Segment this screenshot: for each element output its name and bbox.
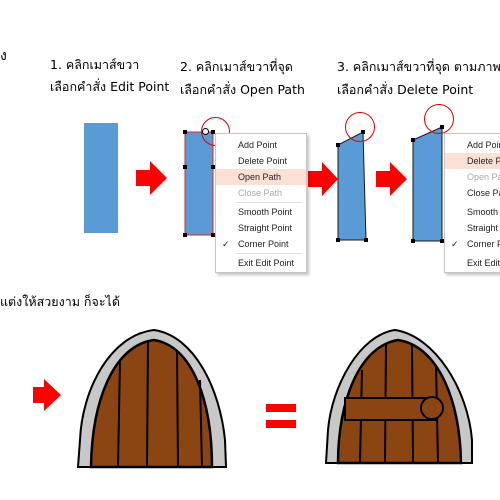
menu-item-smooth-point[interactable]: Smooth Point	[216, 204, 306, 220]
checkmark-icon: ✓	[451, 239, 459, 249]
edit-point-handle[interactable]	[336, 238, 340, 242]
menu-item-straight-point[interactable]: Straight P	[445, 220, 500, 236]
edit-point-handle[interactable]	[183, 130, 187, 134]
menu-label: Close Pat	[467, 188, 500, 198]
checkmark-icon: ✓	[222, 239, 230, 249]
menu-item-open-path: Open Pa	[445, 169, 500, 185]
menu-label: Close Path	[238, 188, 283, 198]
menu-item-add-point[interactable]: Add Point	[216, 137, 306, 153]
arrow-icon-1	[136, 161, 167, 195]
menu-label: Delete Point	[238, 156, 288, 166]
menu-item-corner-point[interactable]: ✓ Corner Po	[445, 236, 500, 252]
highlight-circle-step3	[345, 112, 375, 142]
rectangle-shape-step1[interactable]	[84, 123, 118, 233]
step3-line2: เลือกคำสั่ง Delete Point	[337, 82, 474, 97]
edit-point-handle[interactable]	[183, 165, 187, 169]
step1-line1: 1. คลิกเมาส์ขวา	[50, 57, 140, 72]
menu-item-smooth-point[interactable]: Smooth P	[445, 204, 500, 220]
menu-item-close-path: Close Path	[216, 185, 306, 201]
deleted-point-shape-step4	[412, 126, 443, 242]
open-point-marker	[202, 128, 209, 135]
menu-item-delete-point[interactable]: Delete Point	[216, 153, 306, 169]
rectangle-shape-step2	[184, 131, 214, 236]
menu-separator	[236, 202, 302, 203]
menu-item-delete-point[interactable]: Delete Po	[445, 153, 500, 169]
step2-line1: 2. คลิกเมาส์ขวาที่จุด	[180, 59, 293, 74]
arrow-icon-4	[33, 379, 61, 411]
equals-sign-bottom	[266, 420, 296, 428]
step1-line2: เลือกคำสั่ง Edit Point	[50, 79, 170, 94]
arrow-icon-3	[376, 162, 407, 196]
highlight-circle-step4	[424, 104, 454, 134]
menu-label: Straight Point	[238, 223, 293, 233]
menu-item-add-point[interactable]: Add Poin	[445, 137, 500, 153]
edit-point-handle[interactable]	[183, 233, 187, 237]
edit-point-handle[interactable]	[411, 239, 415, 243]
left-fragment-text: ง	[0, 48, 7, 64]
menu-label: Add Point	[238, 140, 278, 150]
menu-item-exit-edit-point[interactable]: Exit Edit P	[445, 255, 500, 271]
edit-point-handle[interactable]	[364, 238, 368, 242]
menu-label: Straight P	[467, 223, 500, 233]
menu-separator	[236, 253, 302, 254]
step3-line1: 3. คลิกเมาส์ขวาที่จุด ตามภาพ	[337, 59, 500, 74]
edit-point-handle[interactable]	[211, 233, 215, 237]
edit-point-handle[interactable]	[211, 165, 215, 169]
menu-label: Smooth Point	[238, 207, 293, 217]
context-menu-edit-points: Add Point Delete Point Open Path Close P…	[215, 133, 307, 273]
context-menu-edit-points-2: Add Poin Delete Po Open Pa Close Pat Smo…	[444, 133, 500, 273]
door-illustration-2	[324, 328, 473, 465]
edit-point-handle[interactable]	[411, 138, 415, 142]
equals-sign-top	[266, 404, 296, 412]
open-path-shape-step3	[337, 131, 367, 241]
menu-label: Smooth P	[467, 207, 500, 217]
step2-line2: เลือกคำสั่ง Open Path	[180, 82, 305, 97]
edit-point-handle[interactable]	[440, 239, 444, 243]
menu-label: Corner Po	[467, 239, 500, 249]
menu-label: Open Pa	[467, 172, 500, 182]
menu-label: Exit Edit P	[467, 258, 500, 268]
menu-label: Exit Edit Point	[238, 258, 295, 268]
menu-label: Add Poin	[467, 140, 500, 150]
menu-item-close-path[interactable]: Close Pat	[445, 185, 500, 201]
arrow-icon-2	[308, 162, 338, 196]
menu-label: Corner Point	[238, 239, 289, 249]
menu-item-straight-point[interactable]: Straight Point	[216, 220, 306, 236]
edit-point-handle[interactable]	[336, 143, 340, 147]
menu-item-open-path[interactable]: Open Path	[216, 169, 306, 185]
menu-item-corner-point[interactable]: ✓ Corner Point	[216, 236, 306, 252]
bottom-caption: แต่งให้สวยงาม ก็จะได้	[0, 294, 120, 309]
menu-label: Open Path	[238, 172, 282, 182]
menu-item-exit-edit-point[interactable]: Exit Edit Point	[216, 255, 306, 271]
door-illustration-1	[76, 328, 228, 469]
menu-label: Delete Po	[467, 156, 500, 166]
